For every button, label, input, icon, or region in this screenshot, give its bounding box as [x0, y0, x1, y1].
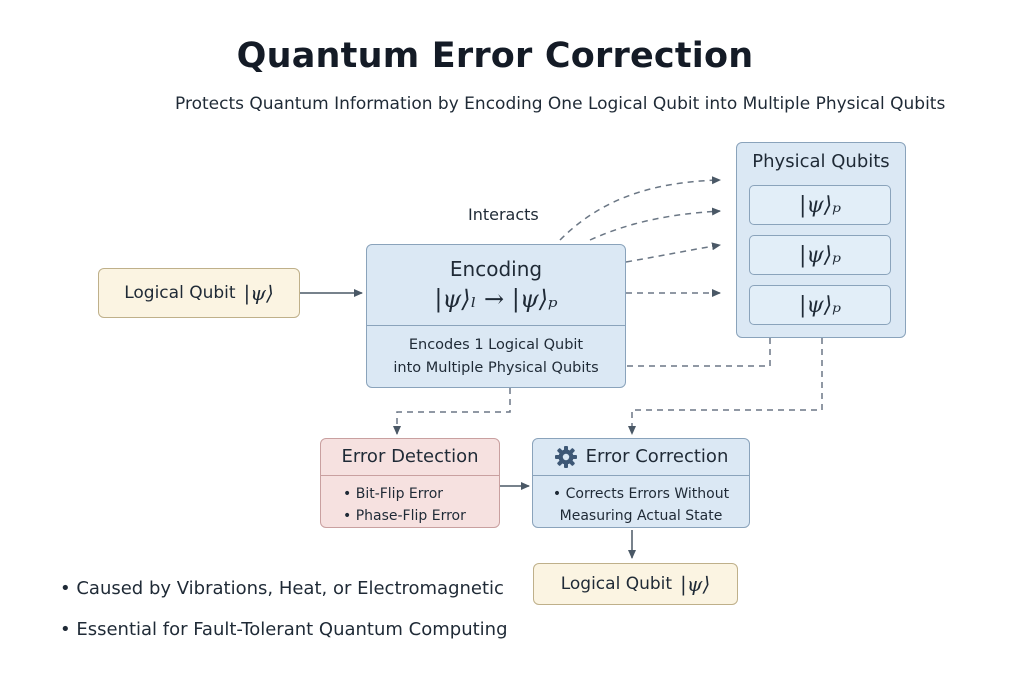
arrow-encoding-to-detection — [393, 388, 511, 435]
output-qubit-state: |ψ⟩ — [680, 572, 711, 596]
output-logical-qubit: Logical Qubit |ψ⟩ — [533, 563, 738, 605]
encoding-description: Encodes 1 Logical Qubit into Multiple Ph… — [367, 334, 625, 380]
encoding-box: Encoding |ψ⟩ₗ → |ψ⟩ₚ Encodes 1 Logical Q… — [366, 244, 626, 388]
physical-qubit-1: |ψ⟩ₚ — [749, 185, 891, 225]
encoding-title: Encoding — [449, 257, 543, 281]
physical-qubits-title: Physical Qubits — [752, 151, 890, 172]
error-detection-divider — [321, 475, 499, 476]
page-title: Quantum Error Correction — [236, 36, 754, 76]
output-qubit-label: Logical Qubit — [560, 574, 673, 594]
encoding-desc-line2: into Multiple Physical Qubits — [393, 360, 599, 376]
error-correction-header: Error Correction — [533, 439, 749, 475]
error-detection-item-2: • Phase-Flip Error — [343, 508, 466, 524]
error-detection-box: Error Detection • Bit-Flip Error • Phase… — [320, 438, 500, 528]
arrow-interacts-2 — [589, 207, 721, 241]
error-detection-title: Error Detection — [341, 446, 479, 467]
encoding-formula: |ψ⟩ₗ → |ψ⟩ₚ — [434, 285, 558, 313]
error-correction-line1: • Corrects Errors Without — [552, 486, 730, 502]
encoding-divider — [367, 325, 625, 326]
encoding-desc-line1: Encodes 1 Logical Qubit — [408, 337, 584, 353]
arrow-interacts-3 — [625, 242, 721, 263]
error-correction-box: Error Correction • Corrects Errors Witho… — [532, 438, 750, 528]
arrow-interacts-1 — [559, 176, 721, 241]
error-correction-divider — [533, 475, 749, 476]
input-qubit-label: Logical Qubit — [124, 283, 236, 303]
interacts-label: Interacts — [468, 205, 539, 224]
arrow-physical-to-encoding — [626, 338, 771, 367]
page-subtitle: Protects Quantum Information by Encoding… — [175, 94, 946, 114]
input-qubit-state: |ψ⟩ — [243, 281, 274, 305]
gear-icon — [554, 446, 577, 468]
error-detection-item-1: • Bit-Flip Error — [343, 486, 444, 502]
bullet-2: • Essential for Fault-Tolerant Quantum C… — [60, 619, 508, 640]
physical-qubits-box: Physical Qubits |ψ⟩ₚ |ψ⟩ₚ |ψ⟩ₚ — [736, 142, 906, 338]
error-correction-line2: Measuring Actual State — [559, 508, 723, 524]
physical-qubit-3: |ψ⟩ₚ — [749, 285, 891, 325]
physical-qubit-2: |ψ⟩ₚ — [749, 235, 891, 275]
input-logical-qubit: Logical Qubit |ψ⟩ — [98, 268, 300, 318]
bullet-1: • Caused by Vibrations, Heat, or Electro… — [60, 578, 504, 599]
error-correction-title: Error Correction — [585, 446, 729, 467]
arrow-physical-to-correction — [628, 338, 823, 435]
